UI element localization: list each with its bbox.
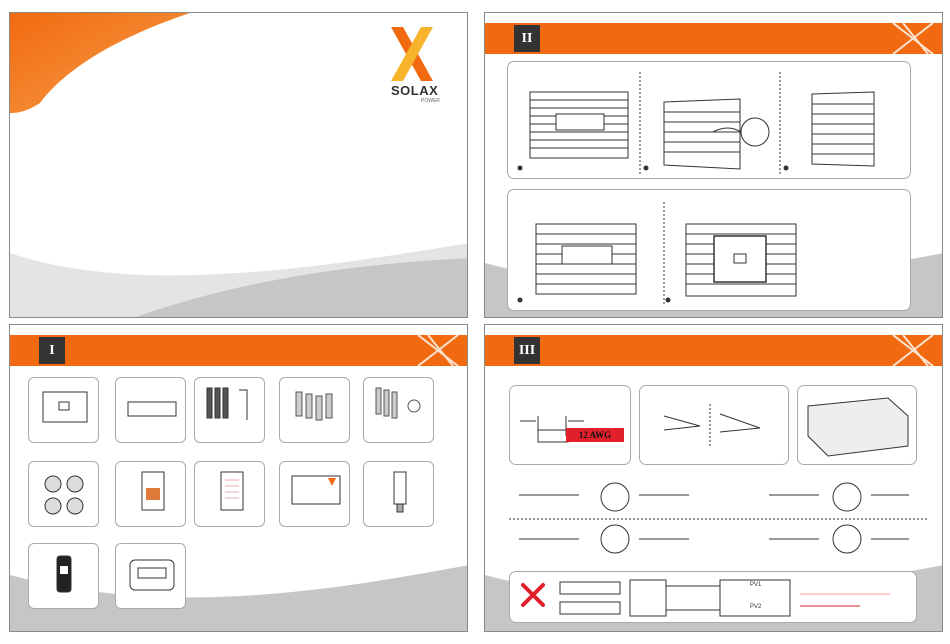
solax-x-logo: [391, 27, 433, 83]
section-number: III: [514, 337, 540, 364]
mounting-steps-1-3: [507, 61, 911, 179]
item-ct-sensor: [363, 461, 434, 527]
solax-x-decoration: [888, 335, 938, 366]
cover-orange-swoosh: [10, 13, 190, 113]
pv2-label: PV2: [750, 604, 761, 610]
item-wifi-dongle: [28, 543, 99, 609]
cover-page: SOLAX POWER: [9, 12, 468, 318]
section-header: II: [485, 23, 942, 54]
item-ring-terminals: [363, 377, 434, 443]
section-three-page: III PV1 PV2: [484, 324, 943, 632]
solax-x-decoration: [888, 23, 938, 54]
brand-name: SOLAX: [391, 83, 438, 98]
item-quick-guide: [279, 461, 350, 527]
wrong-wiring-box: PV1 PV2: [509, 571, 917, 623]
section-header: III: [485, 335, 942, 366]
item-wall-bracket: [115, 377, 186, 443]
brand-subtitle: POWER: [421, 98, 440, 104]
mounting-steps-4-5: [507, 189, 911, 311]
item-screws: [279, 377, 350, 443]
item-user-manual: [115, 461, 186, 527]
item-connectors-wrench: [194, 377, 265, 443]
inverter-connect-box: [797, 385, 917, 465]
cable-strip-box: [509, 385, 631, 465]
crimp-tool-box: [639, 385, 789, 465]
wrong-cross-icon: [520, 582, 546, 608]
section-header: I: [10, 335, 467, 366]
item-inverter: [28, 377, 99, 443]
section-one-page: I: [9, 324, 468, 632]
item-warranty-card: [194, 461, 265, 527]
cable-size-label: 12 AWG: [566, 428, 624, 442]
item-meter: [115, 543, 186, 609]
pv1-label: PV1: [750, 582, 761, 588]
connector-assembly-diagram: [509, 475, 929, 575]
section-number: II: [514, 25, 540, 52]
section-two-page: II: [484, 12, 943, 318]
section-number: I: [39, 337, 65, 364]
solax-x-decoration: [413, 335, 463, 366]
item-cable-glands: [28, 461, 99, 527]
